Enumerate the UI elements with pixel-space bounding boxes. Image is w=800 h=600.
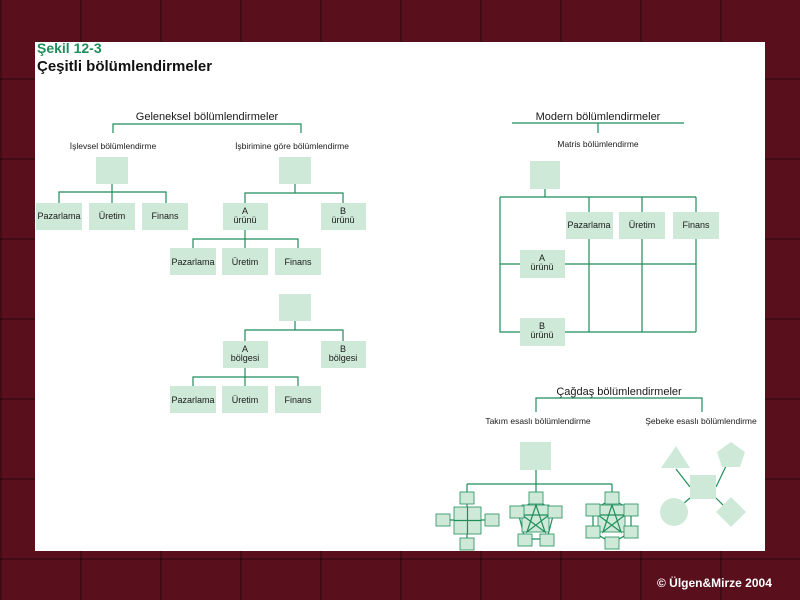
team-member-node [517, 533, 533, 547]
product-sub-label: Finans [284, 257, 312, 267]
product-sub-box [170, 248, 216, 275]
matrix-row-label: A [539, 253, 545, 263]
contemporary-bracket [535, 397, 703, 412]
product-unit-box [321, 203, 366, 230]
product-sub-box [275, 248, 321, 275]
figure-title: Çeşitli bölümlendirmeler [37, 58, 213, 75]
product-connectors [244, 184, 344, 203]
figure-panel [35, 42, 765, 551]
team-cluster-2 [509, 491, 563, 547]
matrix-row-box [520, 250, 565, 278]
functional-unit-label: Finans [151, 211, 179, 221]
division-top-box [279, 157, 311, 184]
team-member-node [459, 537, 475, 551]
region-unit-label: bölgesi [329, 353, 358, 363]
team-connectors [466, 470, 613, 493]
matrix-column-label: Üretim [629, 220, 656, 230]
team-member-node [623, 525, 639, 539]
team-member-node [585, 525, 601, 539]
team-member-node [585, 503, 601, 517]
functional-top-box [96, 157, 128, 184]
contemporary-title: Çağdaş bölümlendirmeler [556, 386, 682, 398]
network-circle-node [660, 498, 688, 526]
matrix-column-box [566, 212, 613, 239]
traditional-title: Geleneksel bölümlendirmeler [136, 111, 279, 123]
functional-unit-label: Pazarlama [37, 211, 80, 221]
team-member-node [623, 503, 639, 517]
product-unit-box [223, 203, 268, 230]
team-cluster-1 [435, 491, 500, 551]
functional-unit-label: Üretim [99, 211, 126, 221]
product-sub-label: Pazarlama [171, 257, 214, 267]
matrix-column-label: Finans [682, 220, 710, 230]
matrix-grid [565, 239, 697, 333]
region-unit-label: A [242, 344, 248, 354]
region-sub-box [222, 386, 268, 413]
product-sub-box [222, 248, 268, 275]
matrix-row-label: ürünü [530, 262, 553, 272]
functional-unit-box [36, 203, 82, 230]
team-member-node [484, 513, 500, 527]
region-unit-label: B [340, 344, 346, 354]
product-unit-label: B [340, 206, 346, 216]
region-sub-label: Üretim [232, 395, 259, 405]
team-member-node [604, 491, 620, 505]
region-unit-label: bölgesi [231, 353, 260, 363]
matrix-column-box [673, 212, 719, 239]
region-sub-connectors [192, 368, 299, 386]
copyright-text: © Ülgen&Mirze 2004 [657, 576, 772, 590]
region-sub-box [170, 386, 216, 413]
matrix-row-label: ürünü [530, 330, 553, 340]
modern-bracket [512, 122, 684, 133]
team-member-node [528, 491, 544, 505]
region-unit-box [223, 341, 268, 368]
matrix-title: Matris bölümlendirme [557, 139, 639, 149]
team-member-node [547, 505, 563, 519]
team-member-node [604, 536, 620, 550]
functional-title: İşlevsel bölümlendirme [70, 141, 157, 151]
network-structure [660, 442, 746, 527]
team-member-node [435, 513, 451, 527]
network-pentagon-node [717, 442, 745, 467]
region-top-box [279, 294, 311, 321]
network-diamond-node [716, 497, 746, 527]
product-sub-connectors [192, 230, 299, 248]
product-unit-label: ürünü [233, 215, 256, 225]
network-triangle-node [661, 446, 690, 468]
functional-unit-box [89, 203, 135, 230]
product-unit-label: ürünü [331, 215, 354, 225]
team-member-node [459, 491, 475, 505]
team-top-box [520, 442, 551, 470]
matrix-row-box [520, 318, 565, 346]
team-member-node [539, 533, 555, 547]
matrix-column-label: Pazarlama [567, 220, 610, 230]
modern-title: Modern bölümlendirmeler [536, 111, 661, 123]
functional-connectors [58, 184, 167, 203]
figure-number: Şekil 12-3 [37, 40, 102, 56]
region-sub-box [275, 386, 321, 413]
matrix-top-box [530, 161, 560, 189]
region-connectors [244, 321, 344, 341]
product-unit-label: A [242, 206, 248, 216]
team-cluster-3 [585, 491, 639, 550]
product-sub-label: Üretim [232, 257, 259, 267]
matrix-row-label: B [539, 321, 545, 331]
team-member-node [509, 505, 525, 519]
region-unit-box [321, 341, 366, 368]
network-hub-node [690, 475, 716, 499]
team-title: Takım esaslı bölümlendirme [485, 416, 591, 426]
division-title: İşbirimine göre bölümlendirme [235, 141, 349, 151]
matrix-connectors [499, 189, 697, 333]
matrix-column-box [619, 212, 665, 239]
functional-unit-box [142, 203, 188, 230]
traditional-bracket [112, 123, 302, 133]
network-title: Şebeke esaslı bölümlendirme [645, 416, 757, 426]
region-sub-label: Pazarlama [171, 395, 214, 405]
region-sub-label: Finans [284, 395, 312, 405]
